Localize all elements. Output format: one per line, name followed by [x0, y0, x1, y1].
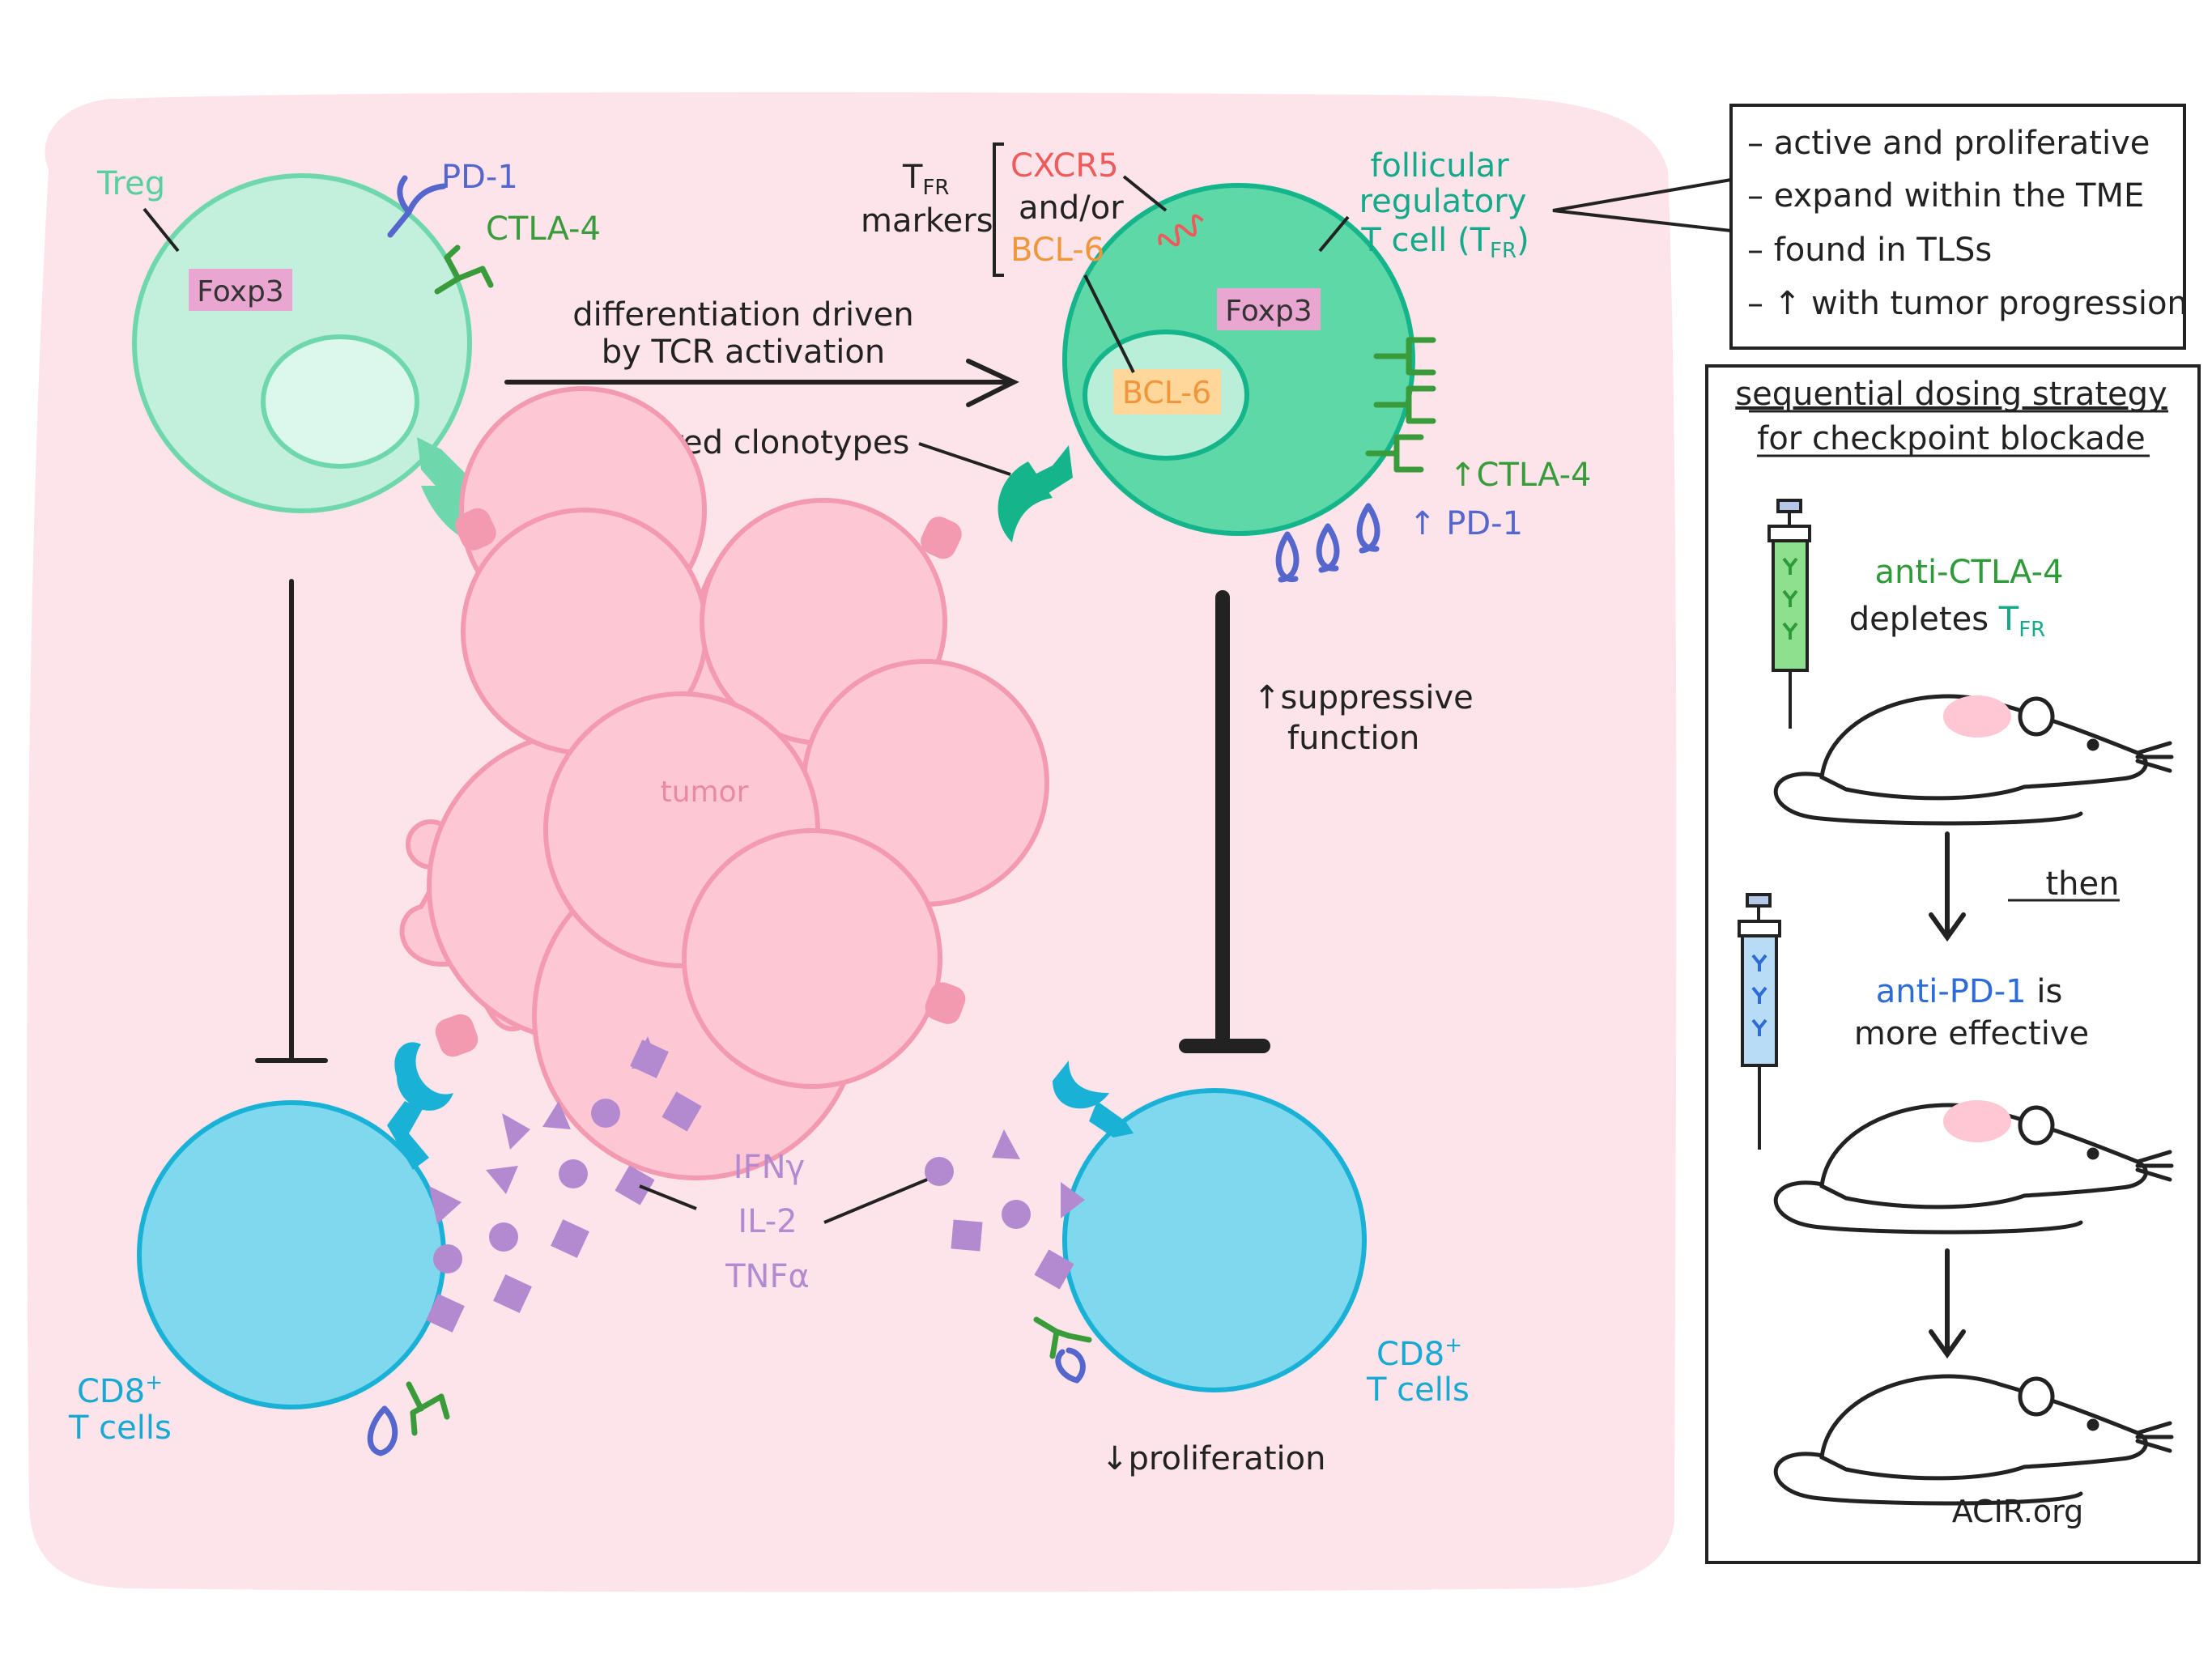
dosing-title-line2: for checkpoint blockade — [1757, 420, 2146, 457]
property-item: – ↑ with tumor progression — [1747, 285, 2188, 322]
syringe-anti-pd1-icon — [1738, 893, 1781, 1150]
credit-label: ACIR.org — [1952, 1494, 2084, 1529]
step2-effect-label: more effective — [1854, 1015, 2089, 1052]
markers-bracket — [993, 142, 1004, 277]
step1-effect-label: depletes TFR — [1849, 601, 2045, 642]
cd8-left-sublabel: T cells — [68, 1409, 172, 1447]
suppressive-label-line2: function — [1287, 720, 1419, 757]
cd8-left-tcr-icon — [387, 1042, 453, 1170]
cxcr5-receptor-icon — [1158, 214, 1204, 247]
foxp3-tag-treg — [189, 269, 292, 311]
treg-cell: Foxp3 Treg PD-1 CTLA-4 — [96, 159, 601, 544]
pd1-label-treg: PD-1 — [441, 159, 518, 196]
mouse-with-tumor-icon — [1773, 1100, 2174, 1235]
sequence-arrow-1 — [1929, 831, 1966, 942]
ctla4-label-treg: CTLA-4 — [486, 210, 601, 248]
mouse-with-tumor-icon — [1773, 694, 2174, 826]
dosing-strategy-panel: sequential dosing strategy for checkpoin… — [1705, 364, 2201, 1564]
syringe-anti-ctla4-icon — [1767, 499, 1811, 729]
foxp3-label-tfr: Foxp3 — [1225, 295, 1312, 328]
cxcr5-label: CXCR5 — [1010, 147, 1119, 185]
cd8-cell-right — [1033, 1061, 1367, 1392]
foxp3-tag-tfr — [1217, 288, 1321, 330]
tumor-pmhc-icon — [435, 508, 966, 1057]
differentiation-label-line1: differentiation driven — [572, 296, 913, 334]
then-label: then — [2046, 865, 2120, 903]
pd1-receptor-icon — [387, 175, 447, 238]
sequence-arrow-2 — [1929, 1248, 1966, 1359]
bcl6-tag-nucleus — [1113, 369, 1221, 414]
dosing-title-line1: sequential dosing strategy — [1735, 376, 2167, 413]
tfr-inhibition-bar — [1179, 590, 1270, 1053]
cd8-right-ctla4-icon — [1033, 1316, 1092, 1359]
property-item: – expand within the TME — [1747, 177, 2144, 215]
differentiation-arrow — [504, 359, 1019, 407]
mouse-tumor-free-icon — [1773, 1374, 2174, 1506]
treg-nucleus — [261, 334, 419, 469]
tfr-title-line1: follicular — [1370, 147, 1509, 185]
bcl6-label-nucleus: BCL-6 — [1122, 375, 1211, 410]
cytokine-tnfa: TNFα — [725, 1258, 810, 1295]
callout-pointer — [1552, 178, 1732, 232]
tumor-label: tumor — [661, 776, 749, 809]
tfr-markers-word: markers — [861, 202, 993, 240]
and-or-label: and/or — [1019, 189, 1124, 227]
tfr-ctla4-receptors-icon — [1365, 337, 1436, 473]
tfr-tcr-icon — [998, 445, 1073, 542]
suppressive-label-line1: ↑suppressive — [1253, 679, 1474, 716]
bcl6-marker-label: BCL-6 — [1010, 232, 1104, 269]
cd8-right-tcr-icon — [1053, 1061, 1134, 1137]
step1-drug-label: anti-CTLA-4 — [1874, 554, 2063, 591]
property-item: – active and proliferative — [1747, 125, 2150, 162]
up-ctla4-label: ↑CTLA-4 — [1449, 457, 1591, 494]
up-pd1-label: ↑ PD-1 — [1409, 505, 1523, 542]
treg-label: Treg — [96, 165, 165, 202]
cd8-right-sublabel: T cells — [1366, 1371, 1470, 1409]
cytokine-il2: IL-2 — [738, 1203, 797, 1240]
tfr-pd1-receptors-icon — [1275, 503, 1380, 583]
proliferation-label: ↓proliferation — [1101, 1440, 1325, 1477]
tfr-title-line2: regulatory — [1359, 183, 1527, 220]
treg-inhibition-bar — [255, 579, 328, 1063]
cd8-cell-left — [137, 1042, 453, 1456]
tfr-cell: BCL-6 Foxp3 ↑CTLA-4 — [998, 183, 1591, 583]
property-item: – found in TLSs — [1747, 232, 1992, 269]
tfr-markers-label: TFR — [902, 159, 949, 200]
cd8-right-pd1-icon — [1055, 1347, 1086, 1384]
tumor-cells-front — [461, 498, 1049, 1089]
cd8-left-pd1-icon — [367, 1405, 398, 1456]
cytokine-ifng: IFNγ — [734, 1149, 805, 1186]
tfr-title-line3: T cell (TFR) — [1360, 222, 1529, 263]
cytokine-particles-icon — [426, 1036, 1085, 1333]
cd8-right-label: CD8+ — [1376, 1333, 1462, 1373]
foxp3-label-treg: Foxp3 — [197, 275, 283, 308]
ctla4-receptor-icon — [434, 244, 494, 295]
cd8-left-ctla4-icon — [406, 1381, 450, 1436]
tfr-properties-box: – active and proliferative – expand with… — [1729, 104, 2188, 350]
step2-drug-label: anti-PD-1 is — [1876, 973, 2063, 1010]
cd8-left-label: CD8+ — [77, 1371, 163, 1410]
differentiation-label-line2: by TCR activation — [602, 334, 885, 371]
